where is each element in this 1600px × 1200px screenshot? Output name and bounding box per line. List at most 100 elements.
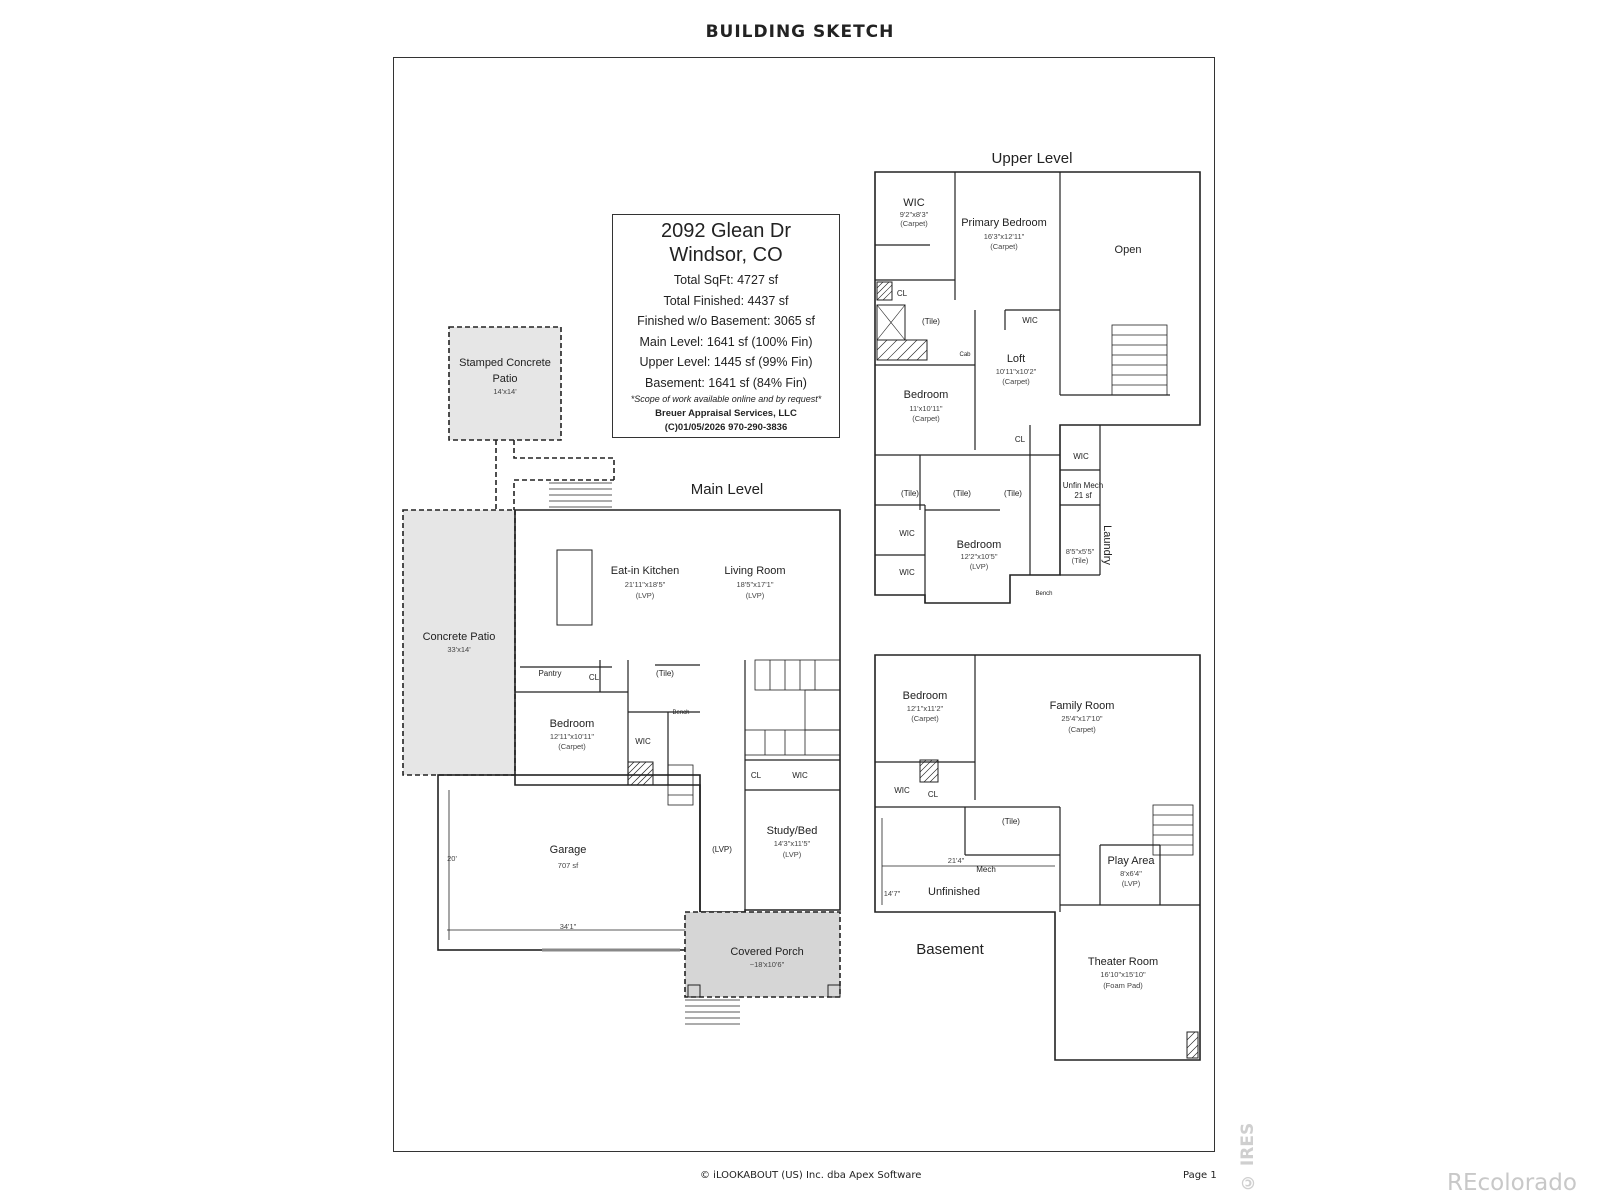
laundry-dim: 8'5"x5'5" <box>1066 547 1095 556</box>
laundry-label: Laundry <box>1101 525 1113 565</box>
total-sqft: Total SqFt: 4727 sf <box>673 273 779 287</box>
address-line-2: Windsor, CO <box>669 244 783 266</box>
upper-wic-1-floor: (Carpet) <box>900 219 928 228</box>
upper-bedroom-2-label: Bedroom <box>957 539 1002 551</box>
garage-label: Garage <box>550 844 587 856</box>
garage-width: 34'1" <box>560 922 577 931</box>
upper-bedroom-2-dim: 12'2"x10'5" <box>961 552 998 561</box>
sketch-frame <box>393 57 1215 1152</box>
garage-area: 707 sf <box>558 861 579 870</box>
upper-bedroom-1-dim: 11'x10'11" <box>909 404 943 413</box>
hall-floor-label: (LVP) <box>712 845 732 854</box>
loft-floor: (Carpet) <box>1002 377 1030 386</box>
primary-bedroom-dim: 16'3"x12'11" <box>984 232 1025 241</box>
main-wic-label: WIC <box>635 737 651 746</box>
stamped-patio-shape <box>448 326 562 441</box>
basement-bedroom-floor: (Carpet) <box>911 714 939 723</box>
main-bedroom-label: Bedroom <box>550 718 595 730</box>
upper-closet-2-label: CL <box>1015 435 1026 444</box>
living-room-label: Living Room <box>724 565 785 577</box>
laundry-floor: (Tile) <box>1072 556 1089 565</box>
upper-level-title: Upper Level <box>992 150 1073 167</box>
upper-wic-4-label: WIC <box>899 529 915 538</box>
unfinished-mech-area: 21 sf <box>1074 491 1092 500</box>
upper-wic-3-label: WIC <box>1073 452 1089 461</box>
pantry-label: Pantry <box>538 669 561 678</box>
basement-bedroom-label: Bedroom <box>903 690 948 702</box>
stamped-patio-label-2: Patio <box>492 373 517 385</box>
upper-level-area: Upper Level: 1445 sf (99% Fin) <box>639 355 813 369</box>
open-label: Open <box>1115 244 1142 256</box>
basement-bedroom-dim: 12'1"x11'2" <box>907 704 944 713</box>
kitchen-label: Eat-in Kitchen <box>611 565 679 577</box>
stamped-patio-dim: 14'x14' <box>493 387 517 396</box>
upper-wic-1-dim: 9'2"x8'3" <box>900 210 929 219</box>
kitchen-dim: 21'11"x18'5" <box>625 580 666 589</box>
theater-room-dim: 16'10"x15'10" <box>1100 970 1146 979</box>
loft-dim: 10'11"x10'2" <box>996 367 1037 376</box>
main-level-area: Main Level: 1641 sf (100% Fin) <box>639 334 813 349</box>
theater-room-floor: (Foam Pad) <box>1103 981 1143 990</box>
theater-room-label: Theater Room <box>1088 956 1158 968</box>
main-closet-label: CL <box>589 673 600 682</box>
upper-wic-1-label: WIC <box>903 197 924 209</box>
basement-title: Basement <box>916 941 984 958</box>
upper-tile-2-label: (Tile) <box>901 489 919 498</box>
primary-bedroom-floor: (Carpet) <box>990 242 1018 251</box>
unfinished-label: Unfinished <box>928 886 980 898</box>
basement-width-dim: 21'4" <box>948 856 965 865</box>
upper-level-outline <box>874 171 1201 604</box>
play-area-label: Play Area <box>1107 855 1155 867</box>
concrete-patio-label: Concrete Patio <box>423 631 496 643</box>
page-title: BUILDING SKETCH <box>705 22 895 42</box>
main-closet-2-label: CL <box>751 771 762 780</box>
unfinished-mech-label: Unfin Mech <box>1063 481 1103 490</box>
basement-outline <box>874 654 1201 1061</box>
living-room-floor: (LVP) <box>746 591 765 600</box>
main-tile-label: (Tile) <box>656 669 674 678</box>
loft-label: Loft <box>1007 353 1025 365</box>
main-level-title: Main Level <box>691 481 764 498</box>
scope-note: *Scope of work available online and by r… <box>630 394 822 404</box>
upper-bedroom-2-floor: (LVP) <box>970 562 989 571</box>
main-bedroom-dim: 12'11"x10'11" <box>550 732 595 741</box>
basement-height-dim: 14'7" <box>884 889 901 898</box>
finished-without-basement: Finished w/o Basement: 3065 sf <box>637 314 815 328</box>
basement-wic-label: WIC <box>894 786 910 795</box>
upper-wic-2-label: WIC <box>1022 316 1038 325</box>
upper-bench-label: Bench <box>1035 591 1052 597</box>
play-area-dim: 8'x6'4" <box>1120 869 1142 878</box>
family-room-dim: 25'4"x17'10" <box>1061 714 1102 723</box>
concrete-patio-dim: 33'x14' <box>447 645 471 654</box>
recolorado-watermark: REcolorado <box>1447 1170 1577 1196</box>
concrete-patio-shape <box>402 509 516 776</box>
ires-watermark: © IRES <box>1238 1122 1258 1192</box>
stamped-patio-label: Stamped Concrete <box>459 357 551 369</box>
study-label: Study/Bed <box>767 825 818 837</box>
study-floor: (LVP) <box>783 850 802 859</box>
company-contact: (C)01/05/2026 970-290-3836 <box>664 422 788 433</box>
porch-label: Covered Porch <box>730 946 803 958</box>
upper-wic-5-label: WIC <box>899 568 915 577</box>
living-room-dim: 18'5"x17'1" <box>737 580 774 589</box>
garage-depth: 20' <box>447 854 457 863</box>
study-dim: 14'3"x11'5" <box>774 839 811 848</box>
page-number: Page 1 <box>1183 1170 1217 1181</box>
total-finished: Total Finished: 4437 sf <box>663 293 789 308</box>
company-name: Breuer Appraisal Services, LLC <box>655 408 797 419</box>
property-info-box: 2092 Glean Dr Windsor, CO Total SqFt: 47… <box>612 214 840 438</box>
upper-bedroom-1-label: Bedroom <box>904 389 949 401</box>
upper-tile-4-label: (Tile) <box>1004 489 1022 498</box>
upper-tile-1-label: (Tile) <box>922 317 940 326</box>
kitchen-floor: (LVP) <box>636 591 655 600</box>
copyright-footer: © iLOOKABOUT (US) Inc. dba Apex Software <box>700 1170 922 1181</box>
main-bedroom-floor: (Carpet) <box>558 742 586 751</box>
upper-tile-3-label: (Tile) <box>953 489 971 498</box>
address-line-1: 2092 Glean Dr <box>660 220 792 242</box>
upper-closet-1-label: CL <box>897 289 908 298</box>
basement-closet-label: CL <box>928 790 939 799</box>
family-room-label: Family Room <box>1050 700 1115 712</box>
main-wic-2-label: WIC <box>792 771 808 780</box>
porch-dim: ~18'x10'6" <box>750 960 785 969</box>
basement-tile-label: (Tile) <box>1002 817 1020 826</box>
